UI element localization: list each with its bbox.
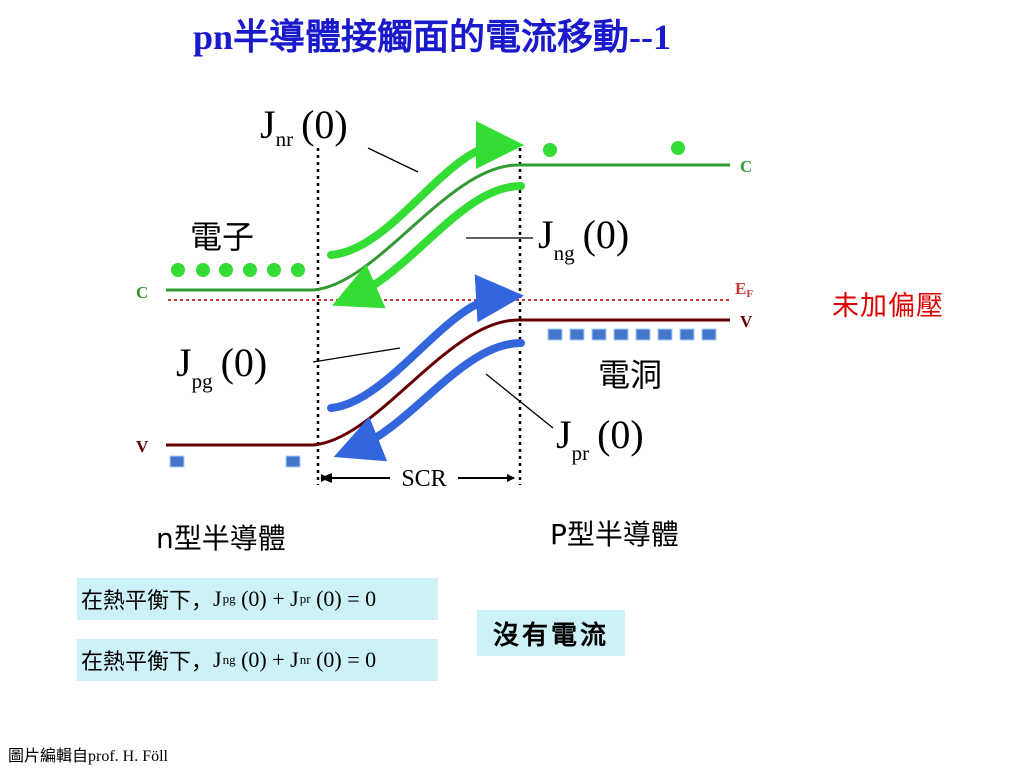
eq-arg: (0) bbox=[241, 647, 267, 672]
eq-op: + bbox=[272, 647, 285, 672]
c-label-left: C bbox=[136, 283, 148, 302]
eq-equals: = bbox=[347, 586, 360, 611]
jnr-label: Jnr(0) bbox=[260, 102, 348, 151]
eq-j: J bbox=[290, 586, 299, 611]
eq-j: J bbox=[213, 586, 222, 611]
jpg-label: Jpg(0) bbox=[176, 340, 267, 393]
scr-arrow-left-head bbox=[320, 473, 332, 483]
jng-arrow bbox=[332, 182, 525, 309]
electron-label: 電子 bbox=[190, 218, 254, 256]
c-label-right: C bbox=[740, 157, 752, 176]
eq-j: J bbox=[290, 647, 299, 672]
jnr-leader-line bbox=[367, 147, 419, 173]
jpg-leader-line bbox=[312, 347, 401, 363]
eq-sub: pr bbox=[299, 591, 311, 606]
p-type-label: P型半導體 bbox=[550, 518, 679, 551]
v-label-left: V bbox=[136, 437, 149, 456]
jng-label: Jng(0) bbox=[538, 212, 629, 265]
eq-arg: (0) bbox=[316, 586, 342, 611]
scr-label: SCR bbox=[401, 466, 446, 492]
image-credit: 圖片編輯自prof. H. Föll bbox=[8, 748, 169, 765]
slide-title: pn半導體接觸面的電流移動--1 bbox=[192, 17, 672, 57]
eq-rhs: 0 bbox=[365, 586, 377, 611]
eq-j: J bbox=[213, 647, 222, 672]
n-side-electrons bbox=[171, 263, 305, 277]
p-side-holes bbox=[547, 328, 717, 341]
eq-sub: nr bbox=[299, 652, 311, 667]
n-side-holes bbox=[169, 455, 301, 468]
eq-sub: pg bbox=[222, 591, 236, 606]
eq-op: + bbox=[272, 586, 285, 611]
eq-equals: = bbox=[347, 647, 360, 672]
eq-sub: ng bbox=[222, 652, 236, 667]
jpr-arrow bbox=[333, 339, 525, 462]
band-diagram: C V C V EF Jnr(0) Jng(0) Jpg(0) Jpr(0) 電… bbox=[136, 102, 753, 555]
eq-rhs: 0 bbox=[365, 647, 377, 672]
n-type-label: n型半導體 bbox=[156, 522, 286, 555]
v-label-right: V bbox=[740, 312, 753, 331]
jnr-arrow bbox=[327, 121, 524, 259]
eq-arg: (0) bbox=[241, 586, 267, 611]
p-side-electrons bbox=[543, 141, 685, 157]
jpg-arrow bbox=[327, 274, 524, 412]
no-current-label: 沒有電流 bbox=[477, 610, 625, 656]
valence-band-line bbox=[166, 318, 730, 447]
equation-prefix: 在熱平衡下， bbox=[81, 588, 214, 613]
eq-arg: (0) bbox=[316, 647, 342, 672]
equation-prefix: 在熱平衡下， bbox=[81, 649, 214, 674]
no-bias-label: 未加偏壓 bbox=[832, 291, 944, 322]
jpr-leader-line bbox=[485, 373, 554, 429]
jpr-label: Jpr(0) bbox=[556, 412, 644, 465]
ef-label: EF bbox=[735, 279, 753, 300]
hole-label: 電洞 bbox=[598, 356, 662, 394]
